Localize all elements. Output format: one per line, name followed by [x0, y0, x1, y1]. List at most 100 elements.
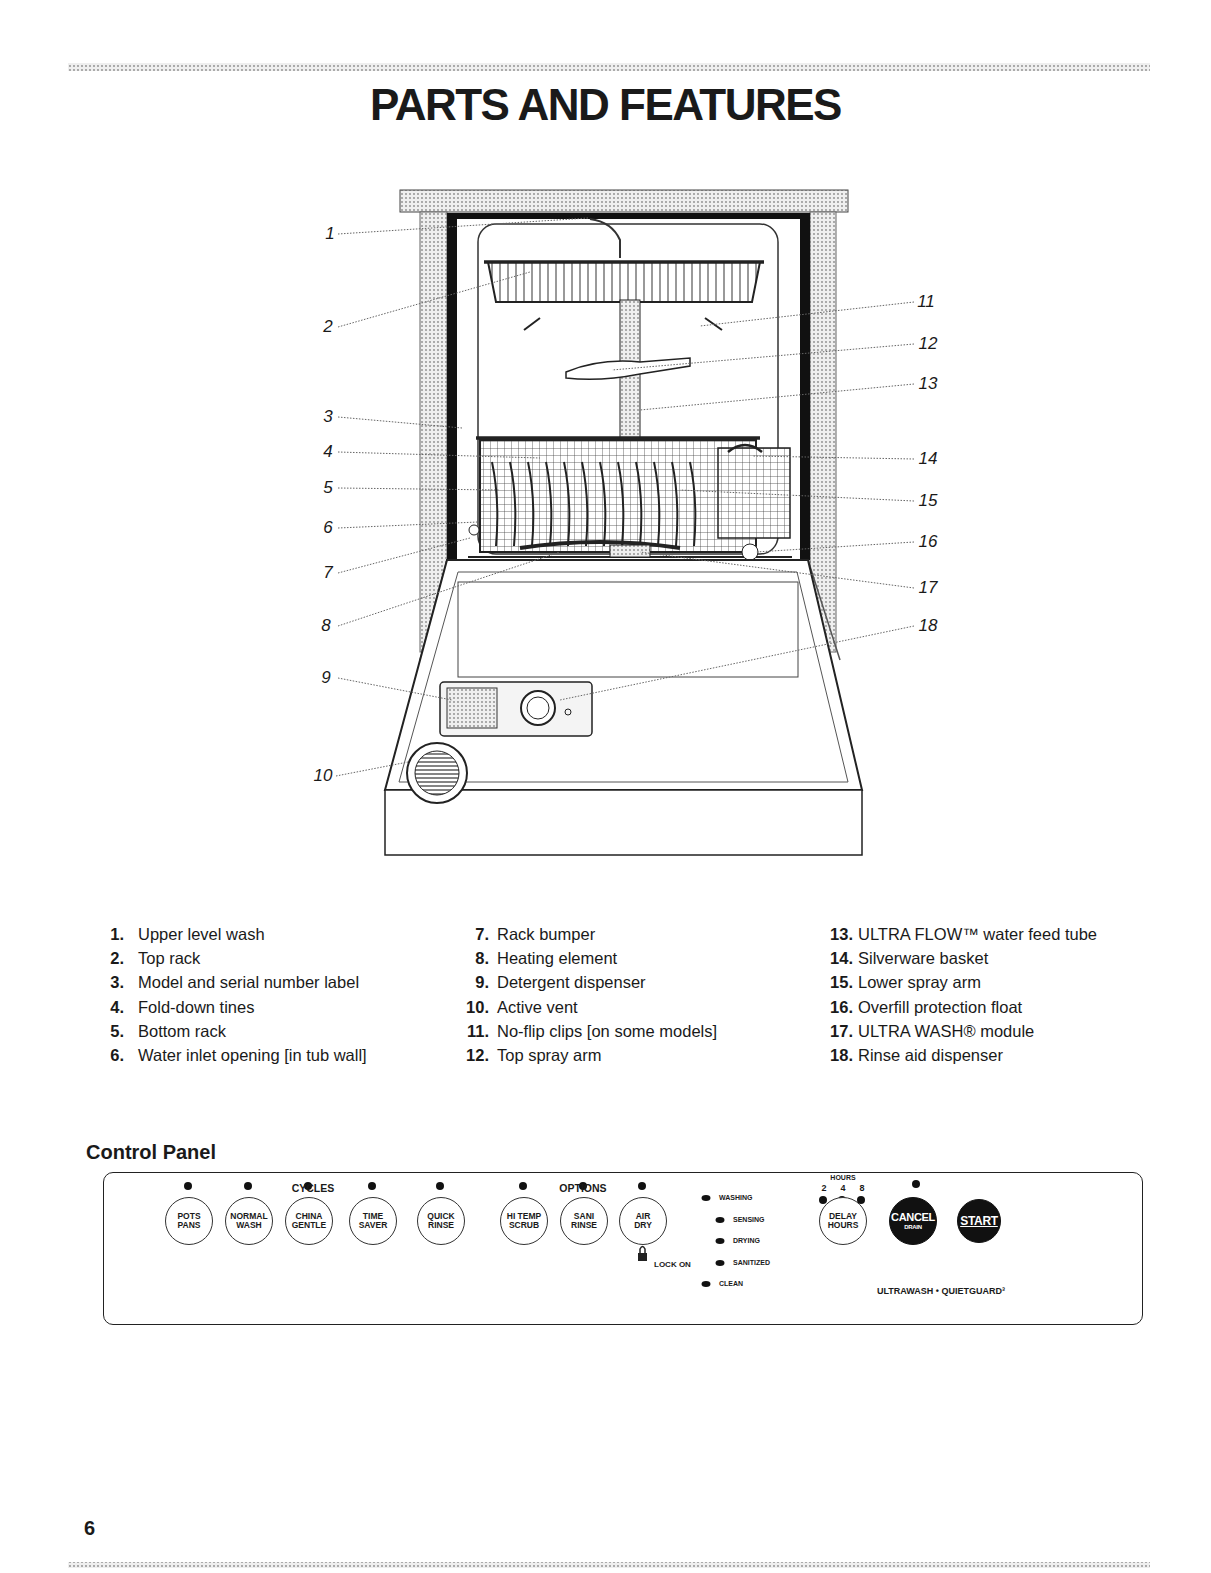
part-name: Rack bumper [491, 925, 595, 944]
callout-number: 7 [323, 563, 332, 583]
hours-value: 8 [859, 1183, 864, 1193]
rack-bumper [469, 525, 479, 535]
cycle-button: QUICK RINSE [417, 1197, 465, 1245]
status-text: WASHING [719, 1194, 752, 1201]
button-label: CANCEL [891, 1212, 935, 1224]
part-number: 9. [455, 973, 489, 992]
option-button: SANI RINSE [560, 1197, 608, 1245]
hours-value: 4 [840, 1183, 845, 1193]
cycle-button: NORMAL WASH [225, 1197, 273, 1245]
top-rule [68, 63, 1150, 71]
status-light [702, 1195, 711, 1201]
button-label: AIR DRY [632, 1212, 654, 1230]
callout-number: 3 [323, 407, 332, 427]
panel-heading: Control Panel [86, 1141, 216, 1164]
door-front [385, 790, 862, 855]
option-button: HI TEMP SCRUB [500, 1197, 548, 1245]
indicator-dots [184, 1180, 920, 1287]
part-name: Active vent [491, 998, 578, 1017]
part-name: No-flip clips [on some models] [491, 1022, 717, 1041]
callout-number: 16 [919, 532, 938, 552]
cycle-button: TIME SAVER [349, 1197, 397, 1245]
part-name: Lower spray arm [852, 973, 981, 992]
indicator-dot [519, 1182, 527, 1190]
part-name: ULTRA WASH® module [852, 1022, 1034, 1041]
tub-frame [452, 214, 805, 560]
group-heading: CYCLES [292, 1182, 335, 1194]
status-text: CLEAN [719, 1280, 743, 1287]
button-label: DRAIN [904, 1224, 922, 1230]
status-text: SANITIZED [733, 1259, 770, 1266]
callout-number: 18 [919, 616, 938, 636]
control-panel: Control PanelCYCLESOPTIONSWASHINGSENSING… [103, 1172, 1143, 1325]
page-title: PARTS AND FEATURES [0, 80, 1211, 130]
hours-value: 2 [821, 1183, 826, 1193]
part-number: 3. [90, 973, 124, 992]
button-label: DELAY HOURS [824, 1212, 862, 1230]
countertop [400, 190, 848, 212]
callout-number: 1 [325, 224, 334, 244]
top-rack [488, 262, 760, 302]
indicator-dot [244, 1182, 252, 1190]
callout-number: 9 [321, 668, 330, 688]
indicator-dot [912, 1180, 920, 1188]
vent-grille [415, 751, 459, 795]
part-name: Top rack [132, 949, 200, 968]
part-name: Detergent dispenser [491, 973, 646, 992]
status-light [716, 1260, 725, 1266]
callout-number: 4 [323, 442, 332, 462]
rack-rim [484, 260, 764, 264]
leader-lines [336, 218, 914, 776]
part-name: Rinse aid dispenser [852, 1046, 1003, 1065]
lower-spray-arm [520, 542, 680, 548]
top-spray-arm [566, 358, 690, 379]
cancel-button: CANCELDRAIN [889, 1197, 937, 1245]
button-label: TIME SAVER [355, 1212, 391, 1230]
part-name: Heating element [491, 949, 617, 968]
page-number: 6 [84, 1517, 95, 1540]
part-number: 17. [819, 1022, 853, 1041]
part-name: Model and serial number label [132, 973, 359, 992]
overfill-float [742, 544, 758, 560]
button-label: START [960, 1215, 998, 1228]
part-number: 6. [90, 1046, 124, 1065]
detergent-dispenser [440, 682, 592, 736]
part-name: Top spray arm [491, 1046, 602, 1065]
part-name: Fold-down tines [132, 998, 254, 1017]
callout-number: 8 [321, 616, 330, 636]
callout-number: 14 [919, 449, 938, 469]
hours-heading: HOURS [830, 1174, 855, 1181]
button-label: POTS PANS [170, 1212, 208, 1230]
button-label: CHINA GENTLE [289, 1212, 329, 1230]
part-number: 10. [455, 998, 489, 1017]
tub-frame [447, 213, 810, 219]
fold-down-tines [492, 462, 695, 546]
button-label: HI TEMP SCRUB [504, 1212, 544, 1230]
button-label: SANI RINSE [566, 1212, 602, 1230]
part-number: 7. [455, 925, 489, 944]
rinse-aid-cap [521, 691, 555, 725]
status-text: DRYING [733, 1237, 760, 1244]
callout-number: 15 [919, 491, 938, 511]
part-name: Overfill protection float [852, 998, 1022, 1017]
part-name: Upper level wash [132, 925, 265, 944]
part-name: Silverware basket [852, 949, 988, 968]
active-vent [407, 743, 467, 803]
callout-number: 12 [919, 334, 938, 354]
callout-number: 6 [323, 518, 332, 538]
group-heading: OPTIONS [559, 1182, 606, 1194]
bottom-rack [480, 440, 756, 552]
indicator-dot [436, 1182, 444, 1190]
option-button: AIR DRY [619, 1197, 667, 1245]
door-inner [399, 572, 848, 782]
callout-number: 13 [919, 374, 938, 394]
part-number: 16. [819, 998, 853, 1017]
status-text: SENSING [733, 1216, 765, 1223]
part-number: 5. [90, 1022, 124, 1041]
part-number: 15. [819, 973, 853, 992]
lock-text: LOCK ON [654, 1260, 691, 1269]
start-button: START [957, 1199, 1001, 1243]
indicator-dot [638, 1182, 646, 1190]
part-number: 14. [819, 949, 853, 968]
cycle-button: POTS PANS [165, 1197, 213, 1245]
